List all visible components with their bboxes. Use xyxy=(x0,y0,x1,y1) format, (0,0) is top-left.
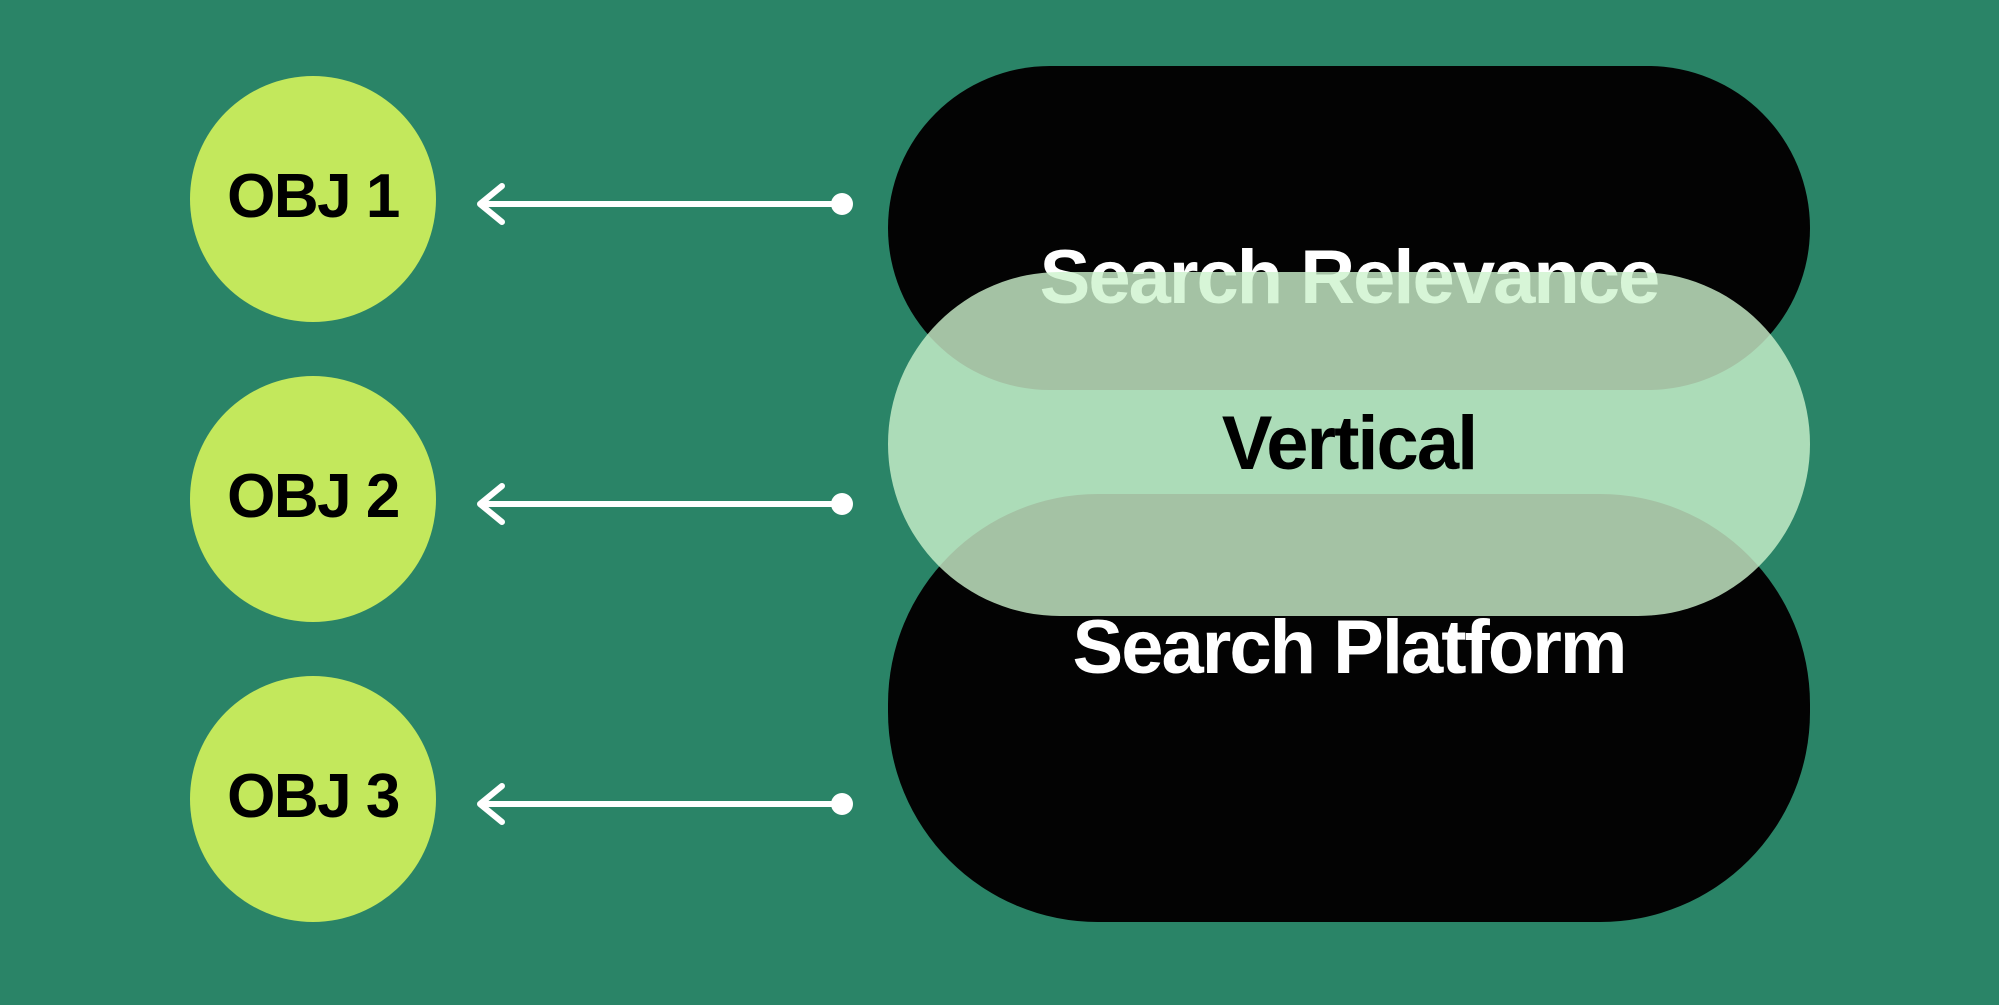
connector-arrow-3 xyxy=(468,778,858,835)
objective-circle-3[interactable]: OBJ 3 xyxy=(190,676,436,922)
layer-capsule-vertical[interactable]: Vertical xyxy=(888,272,1810,616)
dot-icon xyxy=(831,493,853,515)
layer-label-vertical: Vertical xyxy=(1221,401,1478,486)
objective-circle-1[interactable]: OBJ 1 xyxy=(190,76,436,322)
arrow-left-icon xyxy=(477,783,853,825)
connector-arrow-1 xyxy=(468,178,858,235)
arrow-left-icon xyxy=(477,183,853,225)
objective-label-3: OBJ 3 xyxy=(227,762,400,831)
objective-circle-2[interactable]: OBJ 2 xyxy=(190,376,436,622)
arrow-left-icon xyxy=(477,483,853,525)
connector-arrow-2 xyxy=(468,478,858,535)
objective-label-2: OBJ 2 xyxy=(227,462,400,531)
dot-icon xyxy=(831,793,853,815)
layer-label-search-platform: Search Platform xyxy=(1072,605,1628,690)
objective-label-1: OBJ 1 xyxy=(227,162,400,231)
dot-icon xyxy=(831,193,853,215)
